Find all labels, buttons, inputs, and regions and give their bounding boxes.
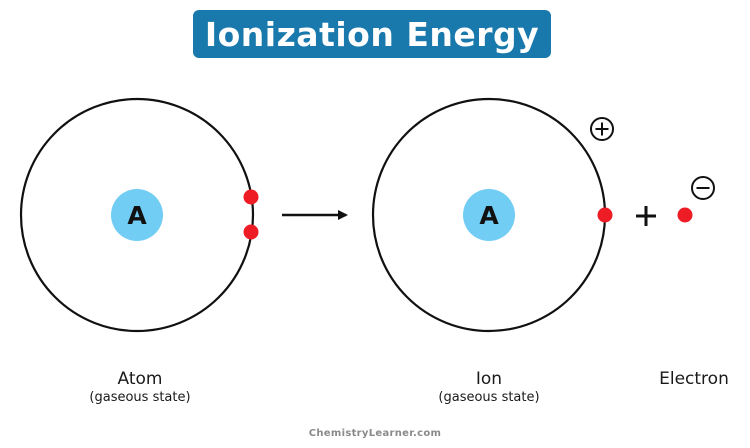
free-electron-group <box>677 176 715 223</box>
atom-electron-2 <box>243 224 259 240</box>
ion-electron <box>597 207 613 223</box>
ion-caption: Ion (gaseous state) <box>409 369 569 406</box>
title-banner: Ionization Energy <box>193 10 551 58</box>
atom-nucleus-label: A <box>127 201 147 230</box>
atom-electron-1 <box>243 189 259 205</box>
negative-charge-icon <box>691 176 715 200</box>
ion-group: A <box>371 97 614 333</box>
electron-label: Electron <box>659 369 729 389</box>
ion-nucleus-label: A <box>479 201 499 230</box>
ion-label: Ion <box>475 369 503 389</box>
atom-orbit <box>19 97 255 333</box>
electron-caption: Electron <box>640 369 748 389</box>
ion-nucleus <box>463 189 515 241</box>
plus-sign-icon <box>636 206 656 226</box>
watermark: ChemistryLearner.com <box>308 428 442 439</box>
atom-label: Atom <box>117 369 163 389</box>
atom-state-label: (gaseous state) <box>89 390 191 405</box>
atom-nucleus <box>111 189 163 241</box>
free-electron <box>677 207 693 223</box>
atom-caption: Atom (gaseous state) <box>60 369 220 406</box>
positive-charge-icon <box>590 117 614 141</box>
page-title: Ionization Energy <box>204 14 540 54</box>
ion-state-label: (gaseous state) <box>438 390 540 405</box>
atom-group: A <box>19 97 259 333</box>
